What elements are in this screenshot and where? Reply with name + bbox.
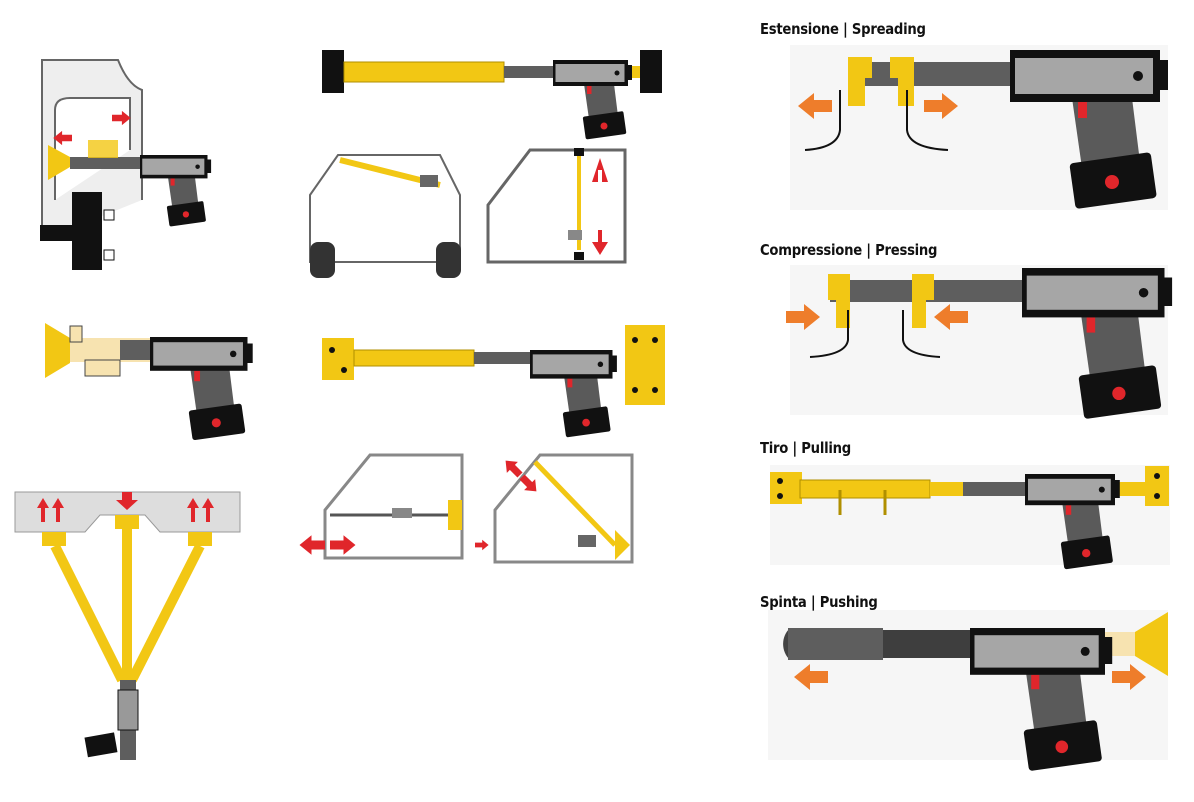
door-frame-spreading-illustration <box>40 59 212 270</box>
pulling-illustration <box>770 465 1170 570</box>
pushing-tool-small-illustration <box>45 323 253 441</box>
spreading-label: Estensione | Spreading <box>760 20 926 38</box>
hinge-tool-illustration <box>322 325 665 438</box>
pushing-label: Spinta | Pushing <box>760 593 878 611</box>
car-front-illustration <box>309 154 461 278</box>
pressing-illustration <box>786 265 1173 420</box>
pressing-label: Compressione | Pressing <box>760 241 938 259</box>
spreading-illustration <box>790 45 1168 210</box>
door-horizontal-illustration <box>299 453 489 560</box>
pulling-label: Tiro | Pulling <box>760 439 851 457</box>
three-point-pulling-illustration <box>14 491 241 760</box>
pushing-illustration <box>768 610 1168 772</box>
door-vertical-spreading-illustration <box>486 148 627 264</box>
door-diagonal-illustration <box>493 453 634 564</box>
bar-pulling-illustration <box>322 50 662 140</box>
